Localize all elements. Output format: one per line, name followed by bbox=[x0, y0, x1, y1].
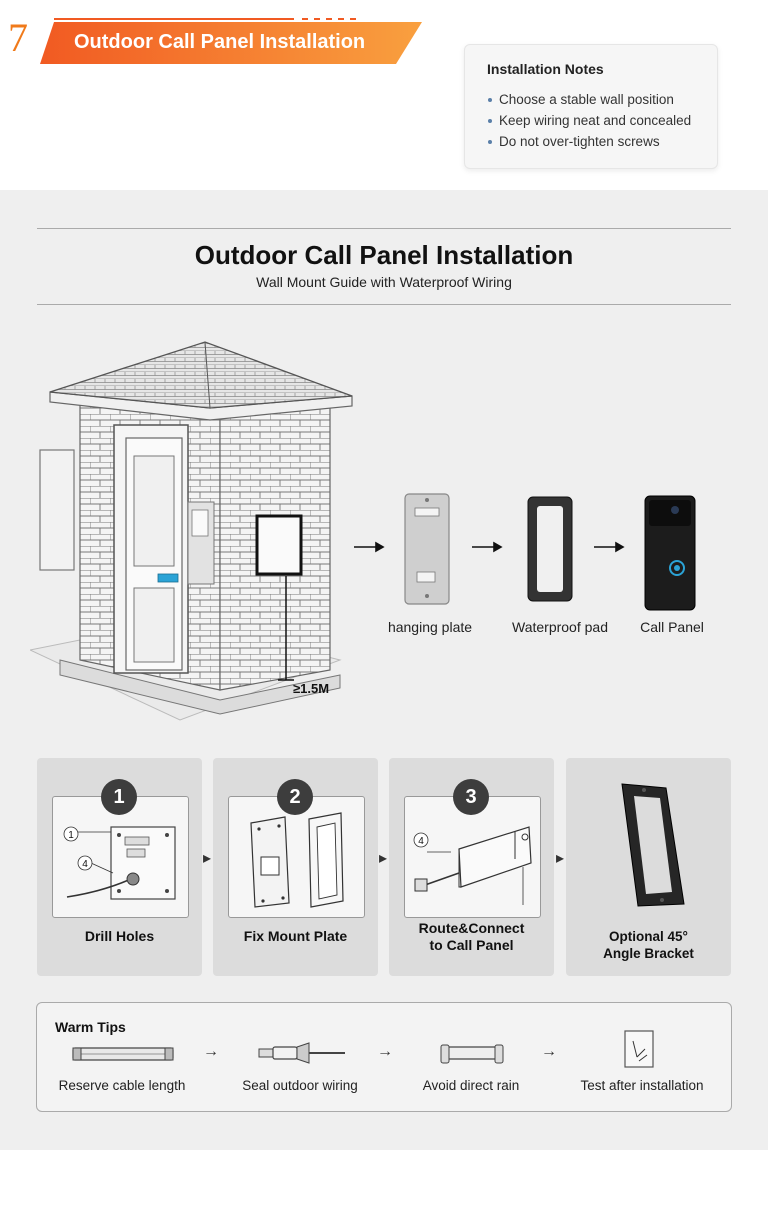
step-label: Drill Holes bbox=[84, 928, 155, 944]
tip-arrow-icon: → bbox=[203, 1043, 219, 1060]
route-connect-diagram: 4 bbox=[413, 826, 532, 905]
test-icon bbox=[624, 1030, 654, 1068]
angle-bracket-image bbox=[621, 783, 685, 907]
hanging-plate-image bbox=[404, 493, 450, 605]
tip-label: Test after installation bbox=[580, 1078, 704, 1093]
warm-tips-box: Warm Tips → → → Reserve cable length Sea… bbox=[36, 1002, 732, 1112]
callout-1: 1 bbox=[68, 830, 74, 841]
waterproof-pad-image bbox=[527, 496, 573, 602]
step-label: Optional 45° Angle Bracket bbox=[603, 929, 694, 961]
component-arrows bbox=[354, 541, 625, 553]
step-badge: 1 bbox=[101, 779, 137, 815]
step-arrow-icon: ▸ bbox=[379, 850, 388, 867]
step-badge: 3 bbox=[453, 779, 489, 815]
callout-4: 4 bbox=[418, 836, 424, 847]
divider bbox=[37, 228, 731, 229]
notes-title: Installation Notes bbox=[487, 61, 604, 77]
tips-title: Warm Tips bbox=[55, 1019, 126, 1035]
step-arrow-icon: ▸ bbox=[556, 850, 565, 867]
step-badge: 2 bbox=[277, 779, 313, 815]
hanging-plate-caption: hanging plate bbox=[387, 619, 473, 635]
notes-list: Choose a stable wall position Keep wirin… bbox=[465, 89, 691, 152]
list-item: Choose a stable wall position bbox=[465, 89, 691, 110]
step-label: Fix Mount Plate bbox=[243, 928, 348, 944]
seal-wiring-icon bbox=[258, 1042, 345, 1064]
step-card-drill-holes: 1 4 1 Drill Holes bbox=[37, 758, 202, 976]
step-number: 7 bbox=[8, 15, 28, 60]
call-panel-image bbox=[644, 495, 696, 611]
step-label: Route&Connect to Call Panel bbox=[418, 920, 525, 953]
step-illustration: 4 bbox=[404, 796, 541, 918]
divider bbox=[37, 304, 731, 305]
step-card-fix-mount-plate: 2 Fix Mount Plate bbox=[213, 758, 378, 976]
banner-title: Outdoor Call Panel Installation bbox=[74, 31, 366, 53]
list-item: Keep wiring neat and concealed bbox=[465, 110, 691, 131]
height-label: ≥1.5M bbox=[293, 681, 330, 696]
cable-length-icon bbox=[72, 1047, 174, 1061]
callout-4: 4 bbox=[82, 859, 88, 870]
tip-arrow-icon: → bbox=[541, 1043, 557, 1060]
installation-notes-card: Installation Notes Choose a stable wall … bbox=[464, 44, 718, 169]
call-panel-caption: Call Panel bbox=[640, 619, 704, 635]
tip-label: Avoid direct rain bbox=[422, 1078, 520, 1093]
banner-background bbox=[40, 18, 422, 64]
step-illustration: 1 4 bbox=[52, 796, 189, 918]
tip-label: Seal outdoor wiring bbox=[242, 1078, 358, 1093]
drill-holes-diagram: 1 4 bbox=[63, 826, 176, 900]
step-arrow-icon: ▸ bbox=[203, 850, 212, 867]
step-card-angle-bracket: Optional 45° Angle Bracket bbox=[566, 758, 731, 976]
list-item: Do not over-tighten screws bbox=[465, 131, 691, 152]
guide-title: Outdoor Call Panel Installation bbox=[194, 240, 574, 270]
step-card-route-connect: 4 3 Route&Connect to Call Panel bbox=[389, 758, 554, 976]
tip-label: Reserve cable length bbox=[58, 1078, 186, 1093]
rain-shield-icon bbox=[440, 1044, 504, 1064]
guide-subtitle: Wall Mount Guide with Waterproof Wiring bbox=[256, 274, 512, 290]
building-illustration bbox=[30, 341, 353, 721]
tip-arrow-icon: → bbox=[377, 1043, 393, 1060]
step-illustration bbox=[228, 796, 365, 918]
waterproof-pad-caption: Waterproof pad bbox=[512, 619, 608, 635]
mount-plate-diagram bbox=[250, 812, 344, 908]
